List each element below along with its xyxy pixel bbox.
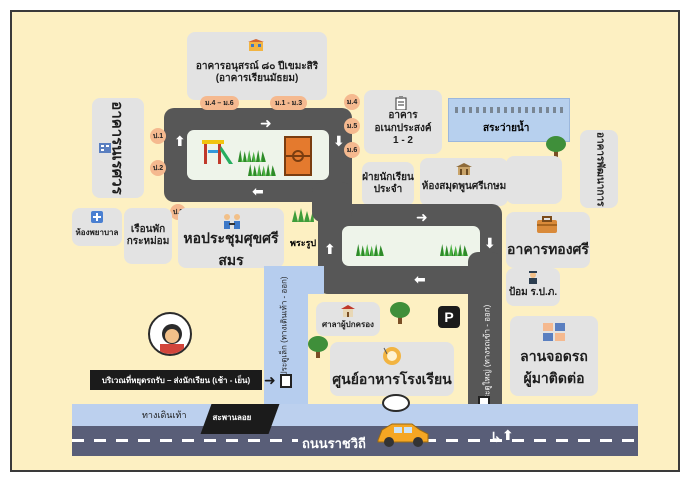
tree-icon (390, 302, 410, 324)
road-arrow-up: ⬆ (174, 133, 186, 149)
building-hall[interactable]: หอประชุมศุขศรีสมร (178, 208, 284, 268)
visitor-parking-sublabel: ผู้มาติดต่อ (523, 370, 585, 386)
pavilion-icon (341, 304, 355, 317)
wave-icon (455, 107, 563, 113)
library-icon (456, 162, 472, 175)
briefcase-icon (536, 216, 558, 234)
building-guard[interactable]: ป้อม ร.ป.ภ. (506, 268, 560, 306)
connector-road (312, 182, 352, 222)
road-arrow-left: ⬅ (252, 183, 264, 199)
canteen-label: ศูนย์อาหารโรงเรียน (332, 371, 452, 387)
pattana-label: อาคารพัฒนาการ (594, 131, 606, 207)
footbridge-label: สะพานลอย (212, 413, 252, 422)
building-canteen[interactable]: ศูนย์อาหารโรงเรียน (330, 342, 454, 396)
building-anusorn[interactable]: อาคารอนุสรณ์ ๘๐ ปีเขมะสิริ (อาคารเรียนมั… (187, 32, 327, 100)
small-gate-label: ประตูเล็ก (ทางเดินเท้า - ออก) (279, 276, 289, 377)
road-arrow-up: ⬆ (324, 241, 336, 257)
road-arrow-down: ⬇ (484, 235, 496, 251)
anusorn-label: อาคารอนุสรณ์ ๘๐ ปีเขมะสิริ (195, 60, 319, 72)
thongsri-label: อาคารทองศรี (507, 241, 589, 257)
visitor-parking-label: ลานจอดรถ (520, 348, 588, 364)
buddha-label: พระรูป (290, 238, 317, 248)
playground-icon (200, 136, 234, 166)
exit-arrow: ↳ (490, 429, 502, 445)
rhueanphak-sublabel: กระหม่อม (126, 236, 170, 247)
dropoff-arrow: ➜ (264, 372, 276, 388)
dropoff-label: บริเวณที่หยุดรถรับ – ส่งนักเรียน (เช้า -… (90, 370, 262, 390)
building-library[interactable]: ห้องสมุดพูนศรีเกษม (420, 158, 508, 206)
student-affairs-sublabel: ประจำ (373, 184, 403, 195)
big-gate-road (468, 252, 502, 422)
library-label: ห้องสมุดพูนศรีเกษม (421, 180, 507, 192)
building-rhueanphak[interactable]: เรือนพัก กระหม่อม (124, 208, 172, 264)
sidewalk-label: ทางเดินเท้า (142, 410, 187, 420)
building-thongsri[interactable]: อาคารทองศรี (506, 212, 590, 268)
swimming-pool[interactable]: สระว่ายน้ำ (448, 98, 570, 142)
building-pattana[interactable]: อาคารพัฒนาการ (580, 130, 618, 208)
zone-tag-m1-3: ม.1 - ม.3 (270, 96, 308, 110)
exhaust-cloud-icon (382, 394, 410, 412)
anek-sublabel: 1 - 2 (392, 135, 413, 147)
building-unlabeled[interactable] (506, 156, 562, 204)
building-nurse[interactable]: ห้องพยาบาล (72, 208, 122, 246)
building-student-affairs[interactable]: ฝ่ายนักเรียน ประจำ (362, 162, 414, 206)
building-visitor-parking[interactable]: ลานจอดรถ ผู้มาติดต่อ (510, 316, 598, 396)
street-name: ถนนราชวิถี (298, 433, 370, 454)
building-icon (98, 140, 112, 153)
food-icon (382, 346, 402, 366)
zone-tag-m5: ม.5 (344, 118, 360, 134)
rhueanphak-label: เรือนพัก (130, 223, 166, 235)
parking-sign: P (438, 306, 460, 328)
zone-tag-m6: ม.6 (344, 142, 360, 158)
garden-icon (292, 208, 314, 222)
anek-label: อาคารอเนกประสงค์ (374, 110, 432, 134)
medical-icon (90, 210, 104, 224)
anusorn-sublabel: (อาคารเรียนมัธยม) (215, 73, 299, 84)
campus-map: อาคารอนุสรณ์ ๘๐ ปีเขมะสิริ (อาคารเรียนมั… (10, 10, 680, 472)
dropoff-avatar (148, 312, 192, 356)
meeting-icon (222, 212, 242, 230)
road-arrow-right: ➜ (416, 209, 428, 225)
exit-door-icon[interactable] (280, 374, 292, 388)
big-gate-label: ประตูใหญ่ (ทางรถเข้า - ออก) (482, 304, 492, 405)
notepad-icon (394, 96, 408, 111)
road-arrow-right: ➜ (260, 115, 272, 131)
tree-icon (546, 136, 566, 158)
building-anek[interactable]: อาคารอเนกประสงค์ 1 - 2 (364, 90, 442, 154)
zone-tag-p1: ป.1 (150, 128, 166, 144)
building-parents[interactable]: ศาลาผู้ปกครอง (316, 302, 380, 336)
footbridge: สะพานลอย (200, 404, 280, 434)
parking-lot-icon (542, 322, 566, 342)
school-building-icon (248, 38, 264, 51)
guard-icon (526, 270, 540, 284)
basketball-court-icon (284, 136, 312, 176)
car-icon (374, 420, 430, 448)
street: ถนนราชวิถี (72, 426, 638, 456)
pool-label: สระว่ายน้ำ (483, 123, 530, 134)
zone-tag-m4: ม.4 (344, 94, 360, 110)
road-arrow-left: ⬅ (414, 271, 426, 287)
tree-icon (308, 336, 328, 358)
parents-label: ศาลาผู้ปกครอง (322, 320, 374, 329)
zone-tag-m4-6: ม.4 – ม.6 (200, 96, 239, 110)
middle-courtyard (342, 226, 480, 266)
pedestrian-walkway-connector (264, 266, 324, 294)
hall-label: หอประชุมศุขศรีสมร (183, 230, 279, 268)
student-affairs-label: ฝ่ายนักเรียน (362, 171, 414, 183)
entry-arrow: ⬆ (502, 427, 514, 443)
zone-tag-p2: ป.2 (150, 160, 166, 176)
nurse-label: ห้องพยาบาล (75, 228, 119, 237)
sidewalk: ทางเดินเท้า (72, 404, 638, 426)
road-arrow-down: ⬇ (333, 133, 345, 149)
guard-label: ป้อม ร.ป.ภ. (508, 286, 558, 298)
